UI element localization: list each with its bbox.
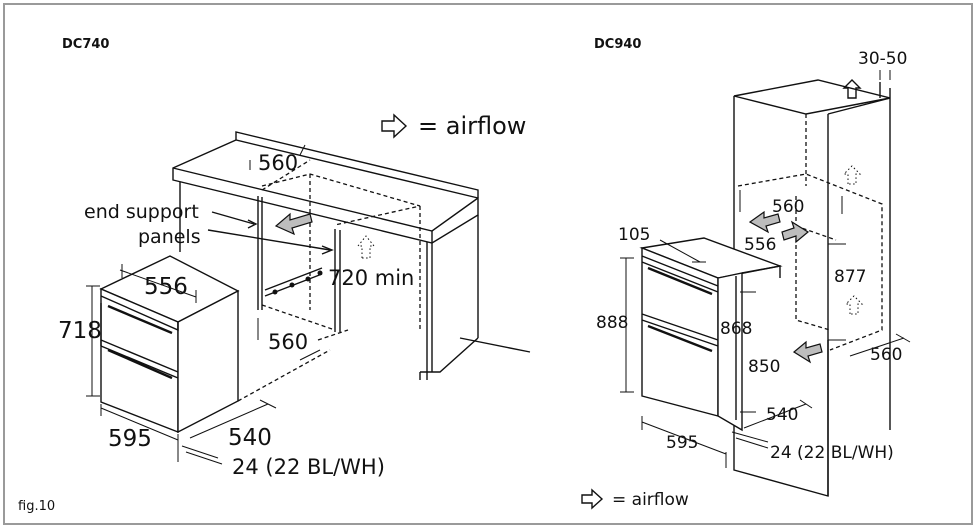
figure-label: fig.10 [18, 499, 55, 514]
airflow-arrow-low-icon [844, 295, 864, 315]
pointer-arrowhead-1 [247, 219, 258, 229]
end-support-label-line2: panels [138, 226, 201, 248]
airflow-arrow-left-icon [274, 212, 313, 236]
dim-595-right: 595 [666, 433, 698, 453]
airflow-arrow-icon [381, 113, 408, 139]
dim-30-50: 30-50 [858, 49, 907, 69]
pointer-arrowhead-2 [321, 245, 334, 255]
model-title-dc740: DC740 [62, 37, 109, 52]
airflow-arrow-in-right-icon [781, 220, 810, 244]
oven-dc940 [639, 237, 783, 432]
dim-560-right: 560 [870, 345, 902, 365]
end-support-pointer-2 [207, 229, 331, 251]
dim-560-top-right: 560 [772, 197, 804, 217]
airflow-legend-arrow-icon [581, 488, 604, 510]
airflow-arrow-in-left-icon [748, 210, 781, 234]
dim-877: 877 [834, 267, 866, 287]
cavity-outline [261, 159, 421, 330]
model-title-dc940: DC940 [594, 37, 641, 52]
dim-556-right: 556 [744, 235, 776, 255]
end-support-label-line1: end support [84, 201, 199, 223]
dim-556: 556 [144, 274, 188, 300]
dim-105: 105 [618, 225, 650, 245]
dim-540-right: 540 [766, 405, 798, 425]
legend-airflow-text-right: = airflow [612, 490, 689, 510]
cabinet-frame [179, 182, 531, 380]
dim-24: 24 (22 BL/WH) [232, 455, 385, 479]
dim-540: 540 [228, 425, 272, 451]
tall-housing [733, 79, 891, 497]
dim-560-top: 560 [258, 151, 298, 175]
countertop [172, 131, 479, 244]
figure-frame [3, 3, 973, 525]
dim-868: 868 [720, 319, 752, 339]
dim-720-min: 720 min [328, 266, 414, 290]
dim-595: 595 [108, 426, 152, 452]
dim-24-right: 24 (22 BL/WH) [770, 443, 894, 463]
dim-888: 888 [596, 313, 628, 333]
oven-dc740 [99, 255, 331, 434]
dim-850: 850 [748, 357, 780, 377]
legend-airflow-text: = airflow [418, 112, 526, 140]
airflow-arrow-top-icon [842, 79, 862, 99]
airflow-arrow-mid-icon [842, 165, 862, 185]
airflow-arrow-bottom-icon [792, 340, 823, 364]
support-rails [264, 267, 323, 297]
dim-718: 718 [58, 318, 102, 344]
airflow-arrow-up-icon [356, 235, 376, 259]
end-support-pointer-1 [211, 211, 255, 225]
dim-560-bottom: 560 [268, 330, 308, 354]
